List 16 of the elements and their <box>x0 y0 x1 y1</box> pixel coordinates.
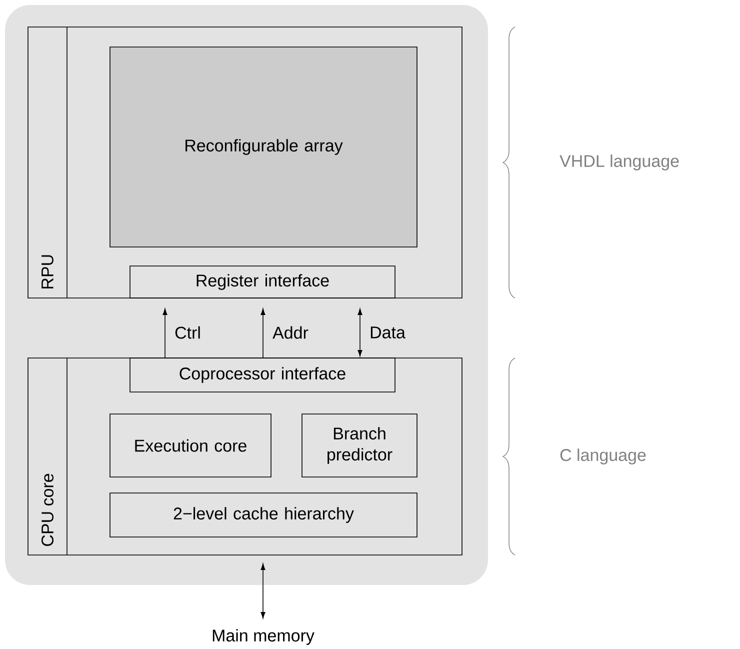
array-box: Reconfigurable array <box>110 46 418 248</box>
arrow <box>260 308 266 358</box>
process-box: Coprocessor interface <box>130 358 396 392</box>
process-box: Execution core <box>110 414 272 478</box>
process-box: 2−level cache hierarchy <box>110 492 418 538</box>
edge-label: Addr <box>272 326 308 339</box>
edge-label: Data <box>370 326 406 338</box>
edge-label: Ctrl <box>175 326 200 339</box>
process-box: Register interface <box>130 266 396 298</box>
note-text: C language <box>560 448 646 464</box>
memory-label: Main memory <box>212 629 314 645</box>
arrow <box>260 564 266 618</box>
note-text: VHDL language <box>560 154 679 170</box>
arrow <box>162 308 168 358</box>
arrow <box>358 308 362 356</box>
process-box: Branch predictor <box>302 414 418 478</box>
